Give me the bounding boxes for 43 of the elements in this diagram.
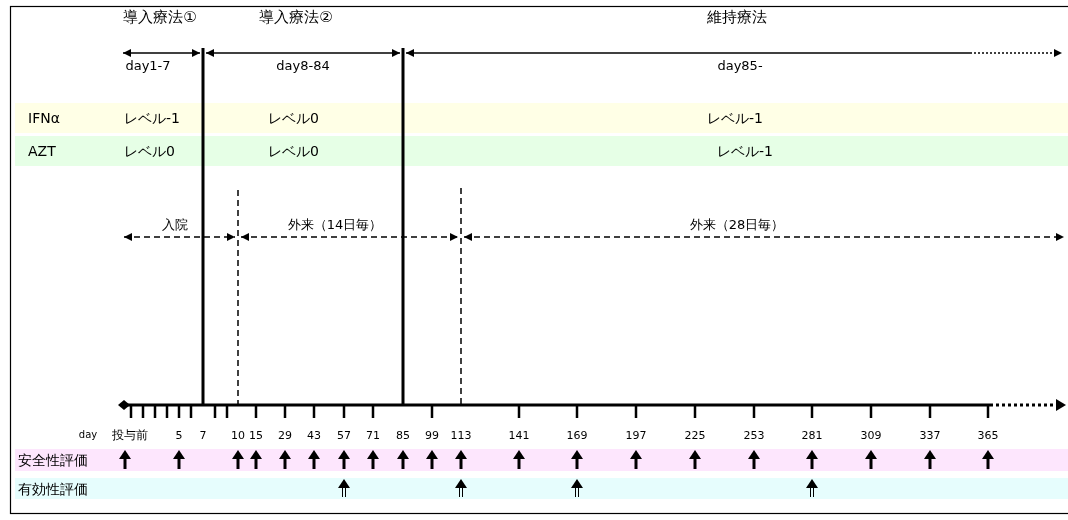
tick-label: 29 bbox=[278, 430, 292, 441]
row-band bbox=[15, 478, 1068, 499]
phase-title: 導入療法① bbox=[123, 10, 197, 25]
row-heading: 有効性評価 bbox=[18, 481, 88, 496]
tick-label: 113 bbox=[450, 430, 472, 441]
row-heading: IFNα bbox=[28, 111, 60, 125]
tick-label: 57 bbox=[337, 430, 351, 441]
tick-label: 15 bbox=[249, 430, 263, 441]
row-text: レベル0 bbox=[268, 144, 319, 158]
tick-label: 169 bbox=[566, 430, 588, 441]
tick-label: 225 bbox=[684, 430, 706, 441]
tick-label: 85 bbox=[396, 430, 410, 441]
row-heading: 安全性評価 bbox=[18, 453, 88, 467]
tick-label: 71 bbox=[366, 430, 380, 441]
row-text: レベル-1 bbox=[124, 111, 180, 125]
tick-label: 5 bbox=[175, 430, 183, 441]
phase-title: 維持療法 bbox=[707, 10, 767, 25]
tick-label: 99 bbox=[425, 430, 439, 441]
period-label: day1-7 bbox=[125, 59, 171, 72]
row-text: レベル-1 bbox=[707, 111, 763, 125]
row-text: レベル0 bbox=[268, 111, 319, 125]
row-band bbox=[15, 103, 1068, 133]
span-label: 外来（14日毎） bbox=[287, 218, 383, 231]
row-text: レベル0 bbox=[124, 144, 175, 158]
row-heading: AZT bbox=[28, 144, 56, 158]
tick-label: 281 bbox=[801, 430, 823, 441]
tick-label: 7 bbox=[199, 430, 207, 441]
span-label: 入院 bbox=[162, 218, 188, 231]
tick-label: 365 bbox=[977, 430, 999, 441]
span-label: 外来（28日毎） bbox=[689, 218, 785, 231]
row-band bbox=[15, 136, 1068, 166]
tick-label: 43 bbox=[307, 430, 321, 441]
tick-label: 309 bbox=[860, 430, 882, 441]
tick-label: 337 bbox=[919, 430, 941, 441]
tick-label: 197 bbox=[625, 430, 647, 441]
tick-label: 253 bbox=[743, 430, 765, 441]
tick-label: 10 bbox=[231, 430, 245, 441]
period-label: day85- bbox=[717, 59, 763, 72]
period-label: day8-84 bbox=[276, 59, 330, 72]
phase-title: 導入療法② bbox=[259, 10, 333, 25]
row-band bbox=[15, 449, 1068, 471]
row-text: レベル-1 bbox=[717, 144, 773, 158]
tick-label: 141 bbox=[508, 430, 530, 441]
